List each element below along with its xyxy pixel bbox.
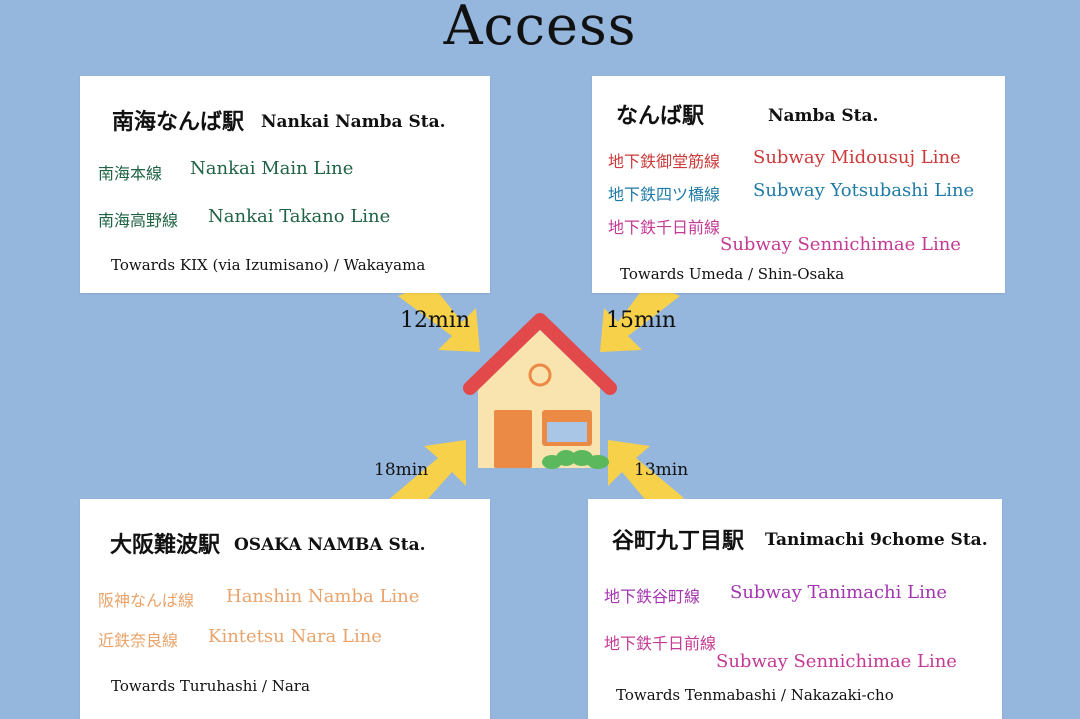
line-name-en: Subway Sennichimae Line: [720, 234, 961, 255]
towards-text: Towards KIX (via Izumisano) / Wakayama: [111, 256, 426, 274]
line-name-jp: 南海本線: [98, 164, 163, 183]
station-name-jp: 南海なんば駅: [112, 109, 245, 135]
station-name-en: Tanimachi 9chome Sta.: [765, 530, 988, 550]
line-name-en: Subway Tanimachi Line: [730, 582, 948, 603]
line-name-en: Subway Sennichimae Line: [716, 651, 957, 672]
station-name-jp: 大阪難波駅: [110, 532, 221, 558]
travel-time-tanimachi: 13min: [634, 460, 689, 480]
station-card-tanimachi: 谷町九丁目駅 Tanimachi 9chome Sta. 地下鉄谷町線 Subw…: [588, 499, 1002, 719]
line-name-jp: 阪神なんば線: [98, 591, 195, 610]
station-card-nankai-namba: 南海なんば駅 Nankai Namba Sta. 南海本線 Nankai Mai…: [80, 76, 490, 293]
line-name-en: Nankai Main Line: [190, 158, 354, 179]
station-card-osaka-namba: 大阪難波駅 OSAKA NAMBA Sta. 阪神なんば線 Hanshin Na…: [80, 499, 490, 719]
line-name-en: Nankai Takano Line: [208, 206, 391, 227]
station-name-jp: 谷町九丁目駅: [612, 528, 745, 554]
station-name-jp: なんば駅: [616, 103, 705, 129]
bush-icon: [542, 450, 609, 469]
line-name-jp: 南海高野線: [98, 211, 179, 230]
arrow-icon: [388, 440, 466, 510]
line-name-en: Subway Yotsubashi Line: [753, 180, 975, 201]
station-name-en: Nankai Namba Sta.: [261, 112, 446, 132]
line-name-en: Hanshin Namba Line: [226, 586, 420, 607]
station-name-en: OSAKA NAMBA Sta.: [234, 535, 426, 555]
travel-time-nankai-namba: 12min: [400, 308, 471, 333]
line-name-en: Kintetsu Nara Line: [208, 626, 382, 647]
page-title: Access: [443, 0, 637, 57]
diagram-graphic: [388, 282, 684, 510]
arrow-icon: [600, 282, 680, 352]
line-name-en: Subway Midousuj Line: [753, 147, 961, 168]
towards-text: Towards Tenmabashi / Nakazaki-cho: [616, 686, 894, 704]
house-icon: [463, 313, 617, 469]
line-name-jp: 地下鉄千日前線: [608, 218, 721, 237]
station-card-namba: なんば駅 Namba Sta. 地下鉄御堂筋線 Subway Midousuj …: [592, 76, 1005, 293]
travel-time-osaka-namba: 18min: [374, 460, 429, 480]
line-name-jp: 地下鉄谷町線: [604, 587, 701, 606]
arrow-icon: [398, 282, 480, 352]
towards-text: Towards Turuhashi / Nara: [111, 677, 310, 695]
line-name-jp: 地下鉄四ツ橋線: [608, 185, 721, 204]
arrow-icon: [608, 440, 684, 510]
station-name-en: Namba Sta.: [768, 106, 879, 126]
towards-text: Towards Umeda / Shin-Osaka: [620, 265, 845, 283]
line-name-jp: 地下鉄千日前線: [604, 634, 717, 653]
line-name-jp: 地下鉄御堂筋線: [608, 152, 721, 171]
line-name-jp: 近鉄奈良線: [98, 631, 179, 650]
travel-time-namba: 15min: [606, 308, 677, 333]
